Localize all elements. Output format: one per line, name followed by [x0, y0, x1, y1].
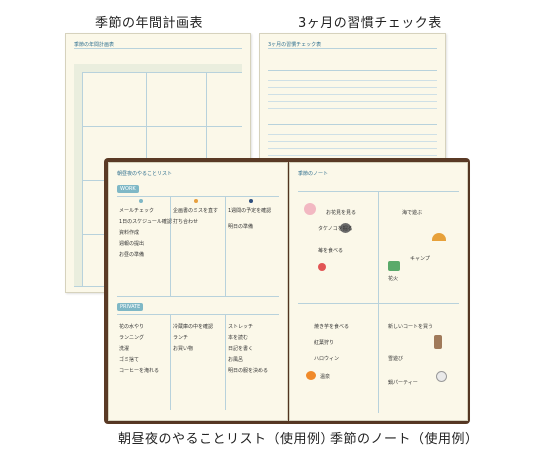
caption-habit-check: 3ヶ月の習慣チェック表: [298, 16, 442, 31]
private-night-1: ストレッチ: [228, 324, 254, 330]
autumn-3: ハロウィン: [314, 356, 340, 362]
tent-icon: [388, 261, 400, 271]
work-noon-2: 打ち合わせ: [173, 219, 199, 225]
private-tag: PRIVATE: [117, 303, 144, 311]
work-tag: WORK: [117, 185, 139, 193]
annual-plan-header: 季節の年間計画表: [74, 42, 115, 48]
pumpkin-icon: [306, 371, 316, 380]
habit-check-header: 3ヶ月の習慣チェック表: [268, 42, 322, 48]
winter-2: 雪遊び: [388, 356, 404, 362]
private-noon-2: ランチ: [173, 335, 189, 341]
private-morning-4: ゴミ捨て: [119, 357, 140, 363]
private-morning-5: コーヒーを淹れる: [119, 368, 160, 374]
work-morning-5: お昼の準備: [119, 252, 145, 258]
cat-icon: [340, 223, 351, 233]
spring-2: タケノコを掘る: [318, 226, 353, 232]
umbrella-icon: [432, 233, 446, 241]
private-morning-1: 花の水やり: [119, 324, 145, 330]
autumn-1: 焼き芋を食べる: [314, 324, 350, 330]
private-noon-1: 冷蔵庫の中を確認: [173, 324, 214, 330]
summer-2: キャンプ: [410, 256, 430, 262]
spring-1: お花見を見る: [326, 210, 357, 216]
private-night-4: お風呂: [228, 357, 244, 363]
spring-3: 苺を食べる: [318, 248, 344, 254]
winter-1: 新しいコートを買う: [388, 324, 434, 330]
autumn-4: 温泉: [320, 374, 331, 380]
private-night-2: 本を読む: [228, 335, 249, 341]
tree-icon: [304, 203, 316, 215]
private-night-5: 明日の服を決める: [228, 368, 269, 374]
autumn-2: 紅葉狩り: [314, 340, 335, 346]
snowman-icon: [436, 371, 447, 382]
coat-icon: [434, 335, 442, 349]
strawberry-icon: [318, 263, 326, 271]
seasonal-note-page: 季節のノート お花見を見る タケノコを掘る 苺を食べる 海で遊ぶ キャンプ 花火…: [289, 162, 468, 421]
summer-3: 花火: [388, 276, 399, 282]
work-morning-4: 週報の提出: [119, 241, 145, 247]
winter-3: 鍋パーティー: [388, 380, 418, 386]
summer-1: 海で遊ぶ: [402, 210, 423, 216]
private-night-3: 日記を書く: [228, 346, 254, 352]
private-morning-3: 洗濯: [119, 346, 130, 352]
work-night-2: 明日の準備: [228, 224, 254, 230]
work-morning-2: 1日のスケジュール確認: [119, 219, 172, 225]
private-noon-3: お買い物: [173, 346, 194, 352]
private-morning-2: ランニング: [119, 335, 145, 341]
todo-header: 朝昼夜のやることリスト: [117, 171, 173, 177]
work-night-1: 1週間の予定を確認: [228, 208, 272, 214]
work-morning-1: メールチェック: [119, 208, 155, 214]
todo-list-page: 朝昼夜のやることリスト WORK メールチェック 1日のスケジュール確認 資料作…: [108, 162, 288, 421]
caption-annual-plan: 季節の年間計画表: [95, 16, 204, 31]
seasonal-header: 季節のノート: [298, 171, 329, 177]
caption-seasonal-note: 季節のノート（使用例）: [330, 432, 479, 447]
work-morning-3: 資料作成: [119, 230, 140, 236]
work-noon-1: 企画書のミスを直す: [173, 208, 219, 214]
caption-todo-list: 朝昼夜のやることリスト（使用例）: [118, 432, 335, 447]
